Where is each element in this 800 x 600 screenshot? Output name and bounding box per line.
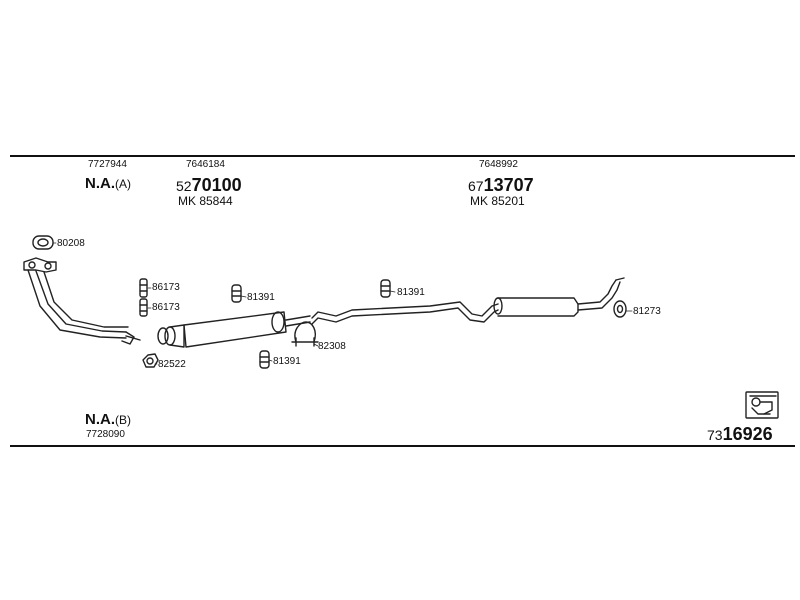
clamp-part — [291, 321, 319, 347]
label-clamp: 82308 — [318, 341, 346, 352]
gasket-part — [32, 235, 54, 250]
header-number-2-prefix: 52 — [176, 178, 192, 194]
header-part-3: 7648992 — [479, 159, 518, 170]
header-mk-3: MK 85201 — [470, 194, 525, 208]
ring-part — [142, 353, 159, 368]
header-status-1-note: (A) — [115, 177, 131, 191]
label-spring-2: 86173 — [152, 302, 180, 313]
footer-status-text: N.A. — [85, 411, 115, 428]
header-number-2-main: 70100 — [191, 175, 242, 195]
label-ring: 82522 — [158, 359, 186, 370]
header-part-1: 7727944 — [88, 159, 127, 170]
footer-part: 7728090 — [86, 429, 125, 440]
label-hanger-rear: 81273 — [633, 306, 661, 317]
header-number-3-prefix: 67 — [468, 178, 484, 194]
front-downpipe-part — [23, 257, 141, 345]
header-status-1-text: N.A. — [85, 175, 115, 192]
footer-status-note: (B) — [115, 413, 131, 427]
hanger-part — [231, 279, 391, 369]
spring-part — [139, 278, 148, 317]
rear-muffler-part — [493, 277, 625, 317]
footer-status: N.A.(B) — [85, 412, 131, 427]
reference-chart-icon — [745, 391, 779, 419]
rear-hanger-part — [613, 300, 627, 318]
header-number-2: 5270100 — [176, 176, 242, 195]
header-number-3: 6713707 — [468, 176, 534, 195]
label-spring-1: 86173 — [152, 282, 180, 293]
front-muffler-part — [157, 311, 311, 348]
top-divider — [10, 155, 795, 157]
header-status-1: N.A.(A) — [85, 176, 131, 191]
header-number-3-main: 13707 — [483, 175, 534, 195]
leader-lines — [52, 242, 633, 365]
header-part-2: 7646184 — [186, 159, 225, 170]
footer-reference-number: 7316926 — [707, 425, 773, 444]
label-hanger-front: 81391 — [247, 292, 275, 303]
footer-reference-main: 16926 — [722, 424, 773, 444]
bottom-divider — [10, 445, 795, 447]
label-gasket: 80208 — [57, 238, 85, 249]
footer-reference-prefix: 73 — [707, 427, 723, 443]
label-hanger-lower: 81391 — [273, 356, 301, 367]
middle-pipe-part — [311, 301, 499, 325]
label-hanger-mid: 81391 — [397, 287, 425, 298]
header-mk-2: MK 85844 — [178, 194, 233, 208]
